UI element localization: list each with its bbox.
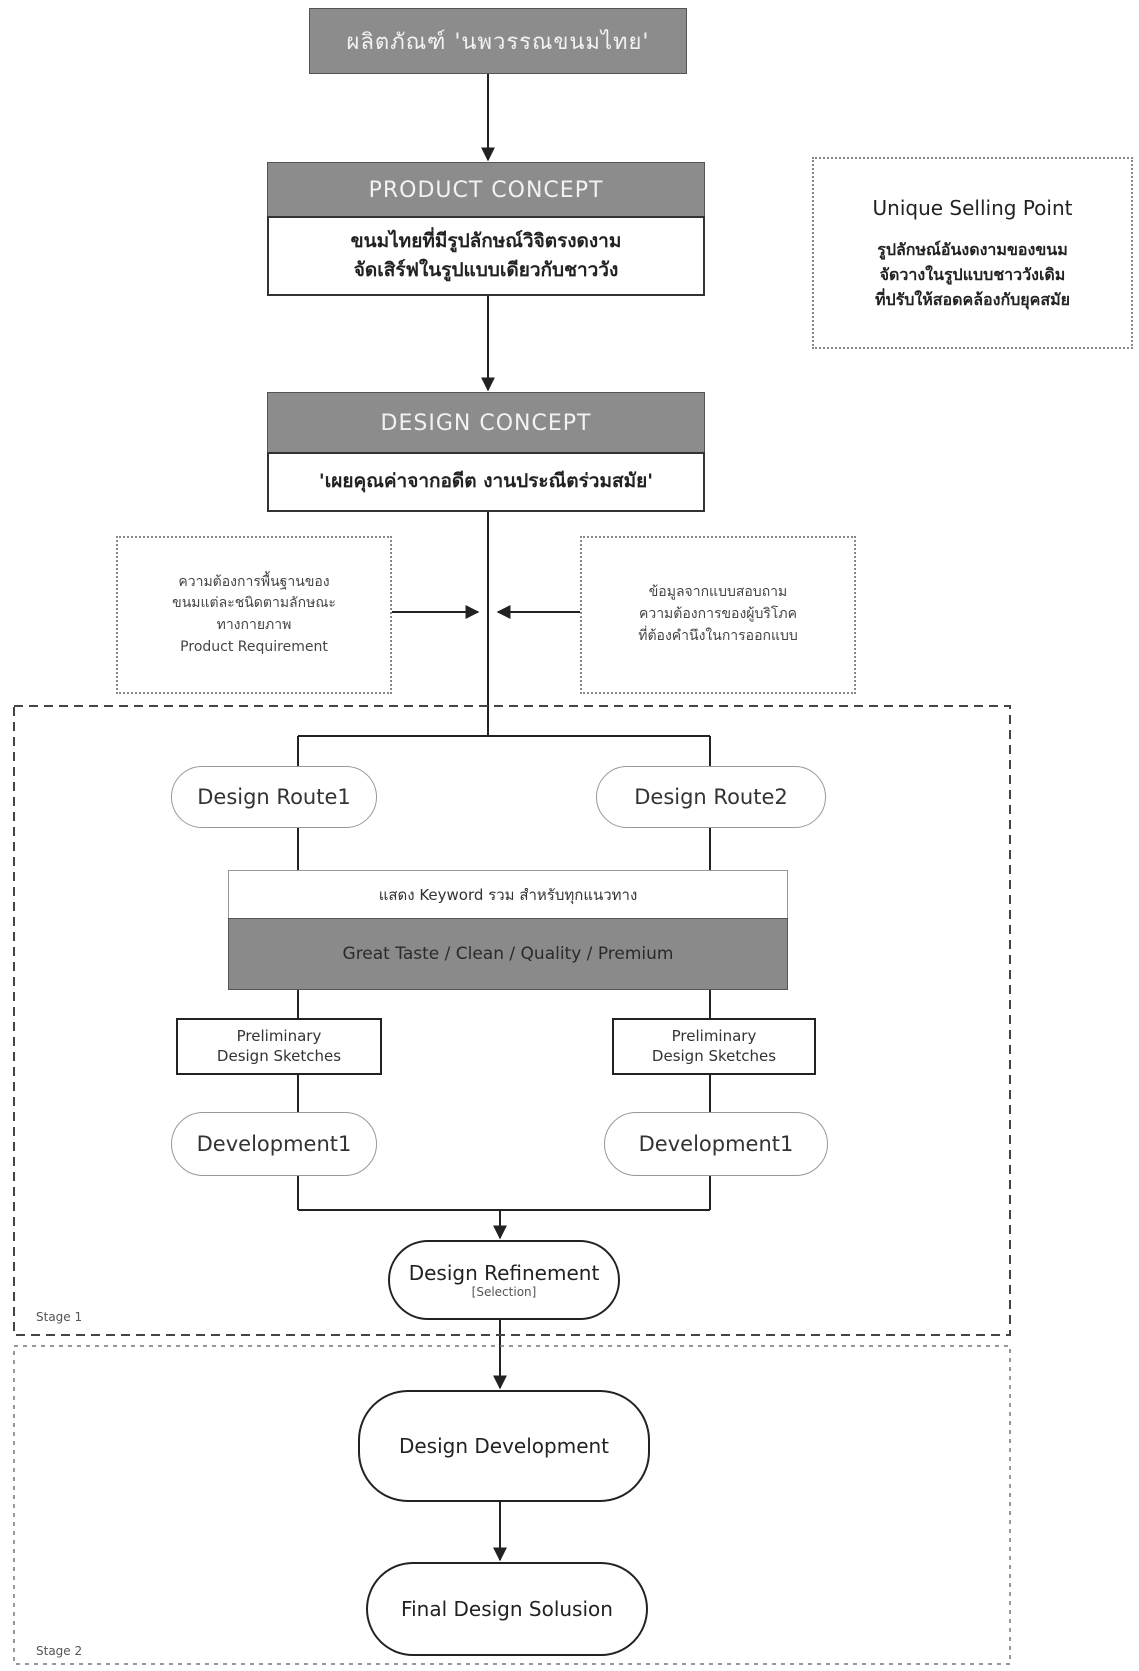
- keyword-title-box: แสดง Keyword รวม สำหรับทุกแนวทาง: [228, 870, 788, 920]
- requirement-right-line-1: ข้อมูลจากแบบสอบถาม: [648, 584, 788, 601]
- product-title: ผลิตภัณฑ์ 'นพวรรณขนมไทย': [309, 8, 687, 74]
- design-route-1-label: Design Route1: [197, 785, 351, 809]
- requirement-left-line-3: ทางกายภาพ: [216, 617, 292, 633]
- final-design-solution: Final Design Solusion: [366, 1562, 648, 1656]
- product-concept-line-2: จัดเสิร์ฟในรูปแบบเดียวกับชาววัง: [353, 259, 619, 281]
- product-concept-line-1: ขนมไทยที่มีรูปลักษณ์วิจิตรงดงาม: [350, 229, 622, 252]
- keyword-title: แสดง Keyword รวม สำหรับทุกแนวทาง: [378, 886, 638, 904]
- product-requirement-box: ความต้องการพื้นฐานของ ขนมแต่ละชนิดตามลัก…: [116, 536, 392, 694]
- development-right-label: Development1: [638, 1132, 794, 1156]
- requirement-left-line-4: Product Requirement: [180, 638, 328, 655]
- usp-line-3: ที่ปรับให้สอดคล้องกับยุคสมัย: [874, 289, 1071, 309]
- development-left-label: Development1: [196, 1132, 352, 1156]
- design-concept-body: 'เผยคุณค่าจากอดีต งานประณีตร่วมสมัย': [267, 452, 705, 512]
- product-concept-heading: PRODUCT CONCEPT: [267, 162, 705, 218]
- design-concept-heading: DESIGN CONCEPT: [267, 392, 705, 454]
- design-concept-tagline: 'เผยคุณค่าจากอดีต งานประณีตร่วมสมัย': [318, 470, 654, 493]
- design-refinement: Design Refinement [Selection]: [388, 1240, 620, 1320]
- design-concept-heading-text: DESIGN CONCEPT: [380, 410, 592, 436]
- sketch-right-line-2: Design Sketches: [651, 1046, 777, 1065]
- preliminary-sketches-right: Preliminary Design Sketches: [612, 1018, 816, 1075]
- sketch-right-line-1: Preliminary: [671, 1027, 757, 1045]
- development-left: Development1: [171, 1112, 377, 1176]
- preliminary-sketches-left: Preliminary Design Sketches: [176, 1018, 382, 1075]
- requirement-left-line-2: ขนมแต่ละชนิดตามลักษณะ: [172, 595, 336, 612]
- sketch-left-line-2: Design Sketches: [216, 1046, 342, 1065]
- product-concept-heading-text: PRODUCT CONCEPT: [368, 177, 604, 203]
- design-route-1: Design Route1: [171, 766, 377, 828]
- consumer-survey-box: ข้อมูลจากแบบสอบถาม ความต้องการของผู้บริโ…: [580, 536, 856, 694]
- stage-1-label: Stage 1: [36, 1310, 82, 1324]
- usp-title: Unique Selling Point: [872, 196, 1073, 221]
- sketch-left-line-1: Preliminary: [236, 1027, 322, 1045]
- stage-2-label: Stage 2: [36, 1644, 82, 1658]
- final-design-label: Final Design Solusion: [401, 1597, 613, 1621]
- requirement-right-line-3: ที่ต้องคำนึงในการออกแบบ: [638, 627, 798, 644]
- design-route-2-label: Design Route2: [634, 785, 788, 809]
- design-refinement-sub: [Selection]: [471, 1284, 537, 1299]
- product-concept-body: ขนมไทยที่มีรูปลักษณ์วิจิตรงดงาม จัดเสิร์…: [267, 216, 705, 296]
- product-title-text: ผลิตภัณฑ์ 'นพวรรณขนมไทย': [346, 29, 650, 55]
- requirement-left-line-1: ความต้องการพื้นฐานของ: [178, 573, 330, 590]
- requirement-right-line-2: ความต้องการของผู้บริโภค: [638, 606, 798, 623]
- design-route-2: Design Route2: [596, 766, 826, 828]
- unique-selling-point-box: Unique Selling Point รูปลักษณ์อันงดงามขอ…: [812, 157, 1133, 349]
- development-right: Development1: [604, 1112, 828, 1176]
- usp-line-1: รูปลักษณ์อันงดงามของขนม: [877, 240, 1068, 260]
- design-development: Design Development: [358, 1390, 650, 1502]
- design-development-label: Design Development: [398, 1434, 610, 1458]
- design-refinement-label: Design Refinement: [408, 1260, 600, 1285]
- stage-2-label-text: Stage 2: [36, 1644, 83, 1658]
- stage-1-label-text: Stage 1: [36, 1310, 83, 1324]
- usp-line-2: จัดวางในรูปแบบชาววังเดิม: [879, 265, 1066, 285]
- keyword-bar: Great Taste / Clean / Quality / Premium: [228, 918, 788, 990]
- keyword-list: Great Taste / Clean / Quality / Premium: [342, 944, 674, 964]
